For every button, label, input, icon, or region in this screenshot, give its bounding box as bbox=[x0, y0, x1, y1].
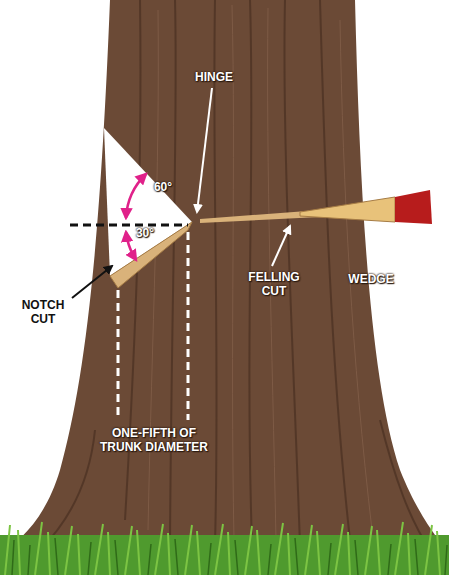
dimension-label: ONE-FIFTH OF TRUNK DIAMETER bbox=[96, 426, 212, 454]
angle-label: 60° bbox=[146, 180, 180, 194]
part-label: HINGE bbox=[184, 70, 244, 84]
angle-label: 30° bbox=[128, 226, 162, 240]
part-label: WEDGE bbox=[338, 272, 404, 286]
part-label: NOTCH CUT bbox=[10, 298, 76, 326]
part-label: FELLING CUT bbox=[236, 270, 312, 298]
